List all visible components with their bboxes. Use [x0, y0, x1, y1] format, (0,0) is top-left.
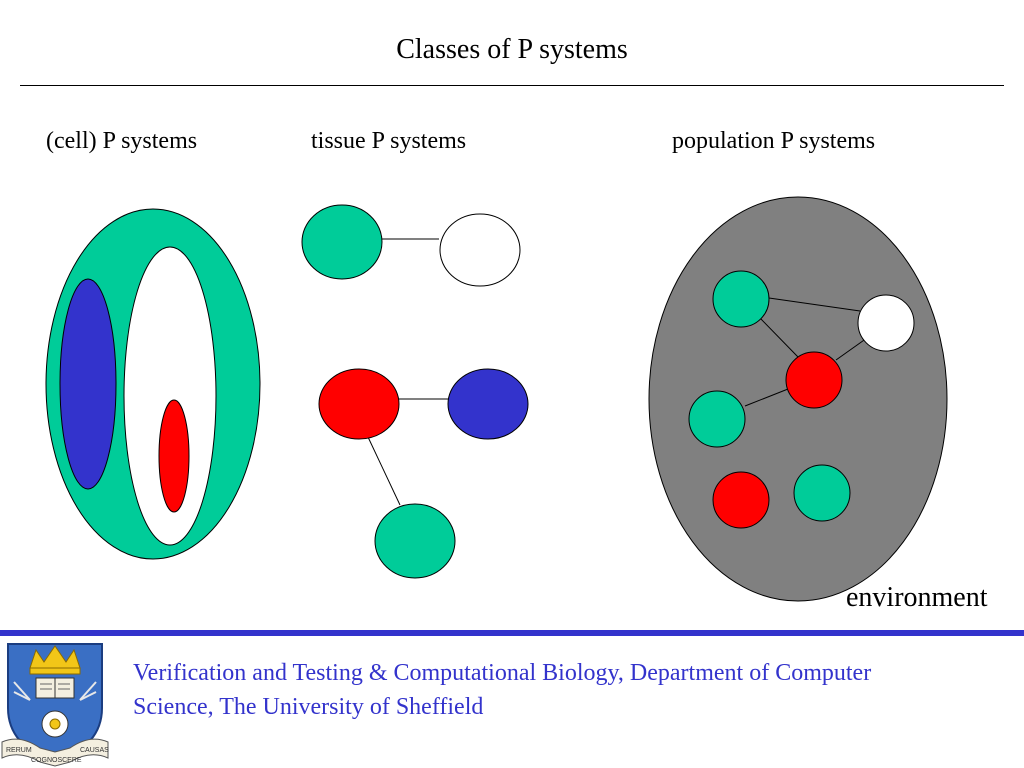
red-nested-membrane — [158, 399, 190, 513]
teal-cell-node — [793, 464, 851, 522]
p-systems-diagram — [45, 196, 948, 602]
footer-text: Verification and Testing & Computational… — [133, 660, 872, 720]
blue-inner-membrane — [59, 278, 117, 490]
university-crest-icon: RERUM COGNOSCERE CAUSAS — [1, 643, 109, 767]
tissue-p-systems-label: tissue P systems — [311, 128, 467, 154]
book-icon — [35, 677, 75, 699]
tissue-p-system — [301, 204, 529, 579]
title-divider — [20, 85, 1004, 86]
environment-label: environment — [846, 582, 988, 613]
population-p-system — [648, 196, 948, 602]
teal-cell-node — [374, 503, 456, 579]
motto-left: RERUM — [6, 747, 32, 754]
population-edge — [835, 337, 868, 361]
motto-right: CAUSAS — [80, 747, 109, 754]
population-edge — [768, 297, 861, 312]
teal-cell-node — [688, 390, 746, 448]
tissue-edge — [367, 436, 401, 506]
footer-divider — [0, 630, 1024, 636]
white-cell-node — [439, 213, 521, 287]
population-p-systems-label: population P systems — [672, 128, 876, 154]
blue-cell-node — [447, 368, 529, 440]
motto-center: COGNOSCERE — [31, 757, 82, 764]
population-edge — [759, 317, 799, 358]
teal-cell-node — [712, 270, 770, 328]
white-inner-membrane — [123, 246, 217, 546]
sheaf-icon — [13, 681, 97, 701]
slide-title: Classes of P systems — [396, 34, 628, 65]
population-edge — [744, 388, 789, 407]
teal-cell-node — [301, 204, 383, 280]
white-cell-node — [857, 294, 915, 352]
crown-icon — [29, 645, 81, 675]
cell-p-system — [45, 208, 261, 560]
cell-p-systems-label: (cell) P systems — [46, 128, 198, 154]
rose-icon — [41, 710, 69, 738]
red-cell-node — [318, 368, 400, 440]
red-cell-node — [712, 471, 770, 529]
motto-scroll — [1, 738, 109, 767]
red-cell-node — [785, 351, 843, 409]
